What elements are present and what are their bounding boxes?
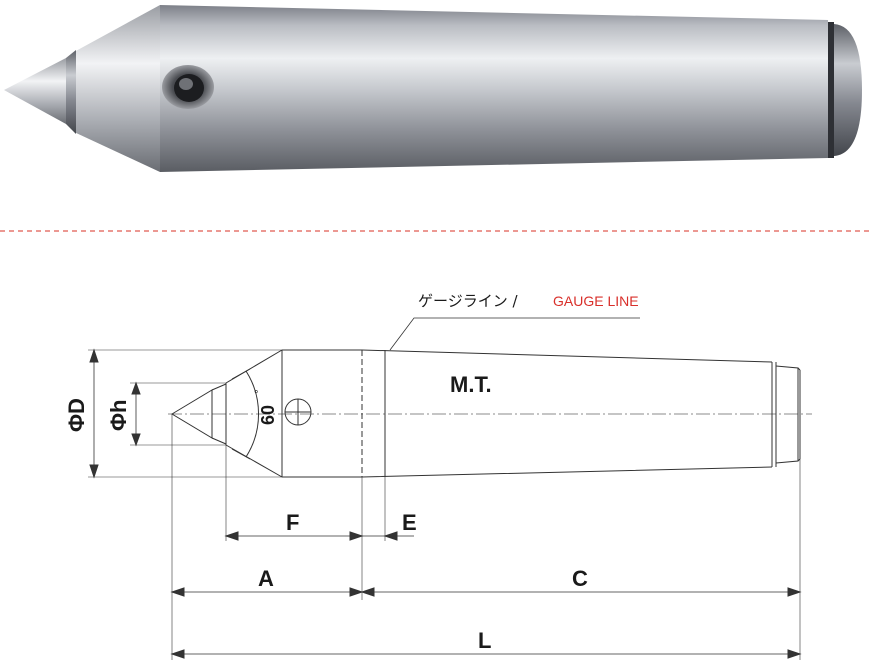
photo-rear-groove [828, 22, 834, 158]
dim-A-label: A [258, 566, 274, 591]
gauge-leader [389, 317, 640, 351]
photo-rear-end [834, 24, 862, 156]
dim-h-label: Φh [106, 400, 131, 432]
technical-drawing [88, 317, 812, 660]
dim-E-label: E [402, 510, 417, 535]
photo-tip-point [4, 58, 66, 124]
angle-label: 60 [258, 405, 278, 425]
angle-unit: ° [254, 389, 258, 401]
taper-label: M.T. [450, 372, 492, 397]
photo-shank [160, 5, 828, 172]
photo-tip-collar [66, 50, 76, 134]
live-center-photo [4, 5, 862, 172]
angle-arc [245, 370, 259, 458]
dim-C-label: C [572, 566, 588, 591]
gauge-label-en: GAUGE LINE [553, 293, 639, 309]
photo-cone-body [74, 5, 160, 172]
dim-D-label: ΦD [64, 398, 89, 432]
taper-outline [361, 349, 773, 478]
dim-L-label: L [478, 628, 491, 653]
dim-F-label: F [286, 510, 299, 535]
tip-outline [171, 389, 213, 439]
gauge-label-ja: ゲージライン / [418, 292, 518, 310]
